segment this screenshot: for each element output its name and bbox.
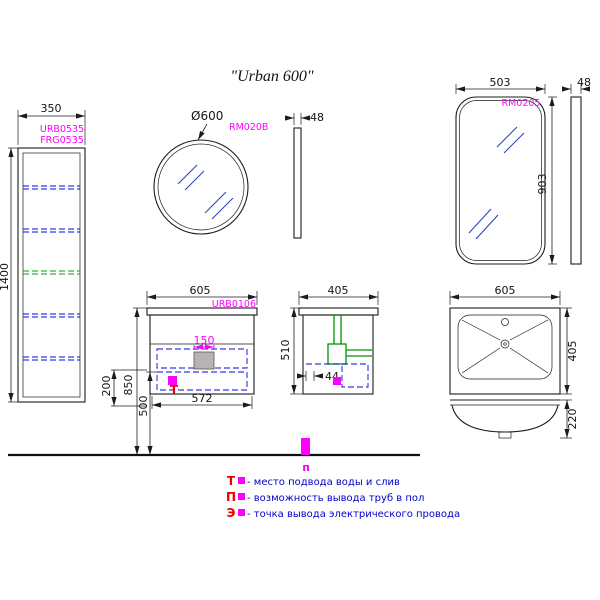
vanity-body-side (302, 314, 374, 395)
sink-rim-outline (449, 307, 561, 395)
vanity-body-front (149, 314, 255, 395)
dim-vanity-inner-width-label: 572 (192, 392, 213, 405)
side-utility-marker (333, 377, 341, 385)
dim-cabinet-width-label: 350 (41, 102, 62, 115)
dim-vanity-height-label: 510 (279, 340, 292, 361)
tall-cabinet-view: 350 1400 URB0535 FRG0535 (0, 102, 86, 403)
drawer-outline-side (341, 363, 369, 388)
dim-rect-mirror-height-label: 903 (536, 174, 549, 195)
dim-round-mirror-diameter: Ø600 (191, 109, 223, 141)
vanity-side-view: 405 510 44 (279, 284, 379, 395)
cabinet-code-top: URB0535 (40, 124, 84, 135)
round-mirror-code: RM020B (229, 122, 268, 133)
sink-basin-outline (457, 314, 553, 380)
legend-row-water: Т - место подвода воды и слив (227, 474, 400, 488)
basin-slope-lines (461, 319, 549, 374)
water-point-letter: Т (170, 383, 179, 397)
dim-height-850: 850 (122, 307, 147, 455)
round-mirror-side-view: 48 (285, 111, 324, 239)
dim-vanity-depth-label: 405 (328, 284, 349, 297)
drain-hole-center (503, 342, 507, 346)
round-mirror-side-outline (293, 127, 302, 239)
drawer-outline-lower (156, 371, 248, 391)
legend-text-floor-pipes: - возможность вывода труб в пол (247, 493, 424, 504)
tall-cabinet-inner (22, 152, 81, 398)
dim-sink-height: 220 (560, 399, 579, 439)
tall-cabinet-shelves (23, 185, 80, 361)
dim-vanity-width: 605 (146, 284, 258, 305)
siphon-trap (327, 315, 372, 365)
sink-top-view: 605 405 (449, 284, 579, 395)
dim-cabinet-height: 1400 (0, 147, 18, 403)
sink-drain-stub (498, 431, 512, 439)
floor-pipe-marker: п (301, 438, 310, 474)
dim-rect-mirror-height: 903 (536, 96, 557, 265)
legend-text-electrical: - точка вывода электрического провода (247, 509, 460, 520)
rect-mirror-outline (455, 96, 546, 265)
legend-symbol-water: Т (227, 474, 236, 488)
dim-vanity-height: 510 (279, 307, 303, 395)
dim-round-mirror-thickness-label: 48 (310, 111, 324, 124)
dim-round-mirror-diameter-label: Ø600 (191, 109, 223, 123)
vanity-front-view: 150 Т 605 URB0106 572 850 500 (100, 284, 258, 455)
legend-row-floor-pipes: П - возможность вывода труб в пол (226, 490, 424, 504)
vanity-countertop-side (298, 307, 379, 316)
floor-pipe-marker-block (301, 438, 310, 455)
water-point-marker (168, 376, 177, 385)
dim-sink-width-label: 605 (495, 284, 516, 297)
legend-bullet-electrical (238, 509, 245, 516)
legend-bullet-water (238, 477, 245, 484)
rect-mirror-reflection-marks (468, 126, 525, 240)
legend-symbol-electrical: Э (227, 506, 236, 520)
dim-vanity-width-label: 605 (190, 284, 211, 297)
cabinet-code-bottom: FRG0535 (40, 135, 84, 146)
dim-height-200-label: 200 (100, 376, 113, 397)
dim-gap-44: 44 (297, 370, 339, 383)
dim-sink-depth-label: 405 (566, 341, 579, 362)
dim-vanity-inner-width: 572 (151, 392, 253, 409)
dim-height-500: 500 (137, 371, 157, 455)
sink-front-view: 220 (450, 399, 579, 439)
dim-sink-depth: 405 (560, 307, 579, 395)
legend: Т - место подвода воды и слив П - возмож… (226, 474, 460, 520)
drain-hole (500, 339, 510, 349)
dim-rect-mirror-width-label: 503 (490, 76, 511, 89)
rect-mirror-view: 503 903 RM0205 (455, 76, 557, 265)
dim-cabinet-width: 350 (17, 102, 86, 145)
dim-round-mirror-thickness: 48 (285, 111, 324, 125)
dim-cabinet-height-label: 1400 (0, 263, 11, 291)
dim-cutout-width: 150 (194, 334, 215, 350)
legend-symbol-floor-pipes: П (226, 490, 236, 504)
rect-mirror-code: RM0205 (502, 98, 541, 109)
dim-rect-mirror-thickness: 48 (562, 76, 591, 94)
dim-sink-width: 605 (449, 284, 561, 305)
legend-row-electrical: Э - точка вывода электрического провода (227, 506, 460, 520)
tall-cabinet-outline (17, 147, 86, 403)
dim-rect-mirror-width: 503 (455, 76, 546, 94)
legend-text-water: - место подвода воды и слив (247, 477, 400, 488)
legend-bullet-floor-pipes (238, 493, 245, 500)
faucet-hole (501, 318, 509, 326)
rect-mirror-side-view: 48 (562, 76, 591, 265)
round-mirror-inner (157, 143, 245, 231)
dim-rect-mirror-thickness-label: 48 (577, 76, 591, 89)
dim-cutout-width-label: 150 (194, 334, 215, 347)
rect-mirror-side-outline (570, 96, 582, 265)
dim-height-200: 200 (100, 369, 147, 407)
dim-sink-height-label: 220 (566, 409, 579, 430)
rect-mirror-inner (459, 100, 542, 261)
dim-vanity-depth: 405 (298, 284, 379, 305)
siphon-cutout (193, 351, 215, 370)
floor-pipe-marker-letter: п (302, 461, 310, 474)
vanity-code: URB0106 (212, 299, 256, 310)
round-mirror-outline (153, 139, 249, 235)
dim-height-850-label: 850 (122, 375, 135, 396)
round-mirror-view: Ø600 RM020B (153, 109, 268, 235)
sink-profile-curve (451, 404, 559, 433)
mirror-reflection-marks (177, 164, 234, 220)
page-title: "Urban 600" (230, 68, 314, 85)
